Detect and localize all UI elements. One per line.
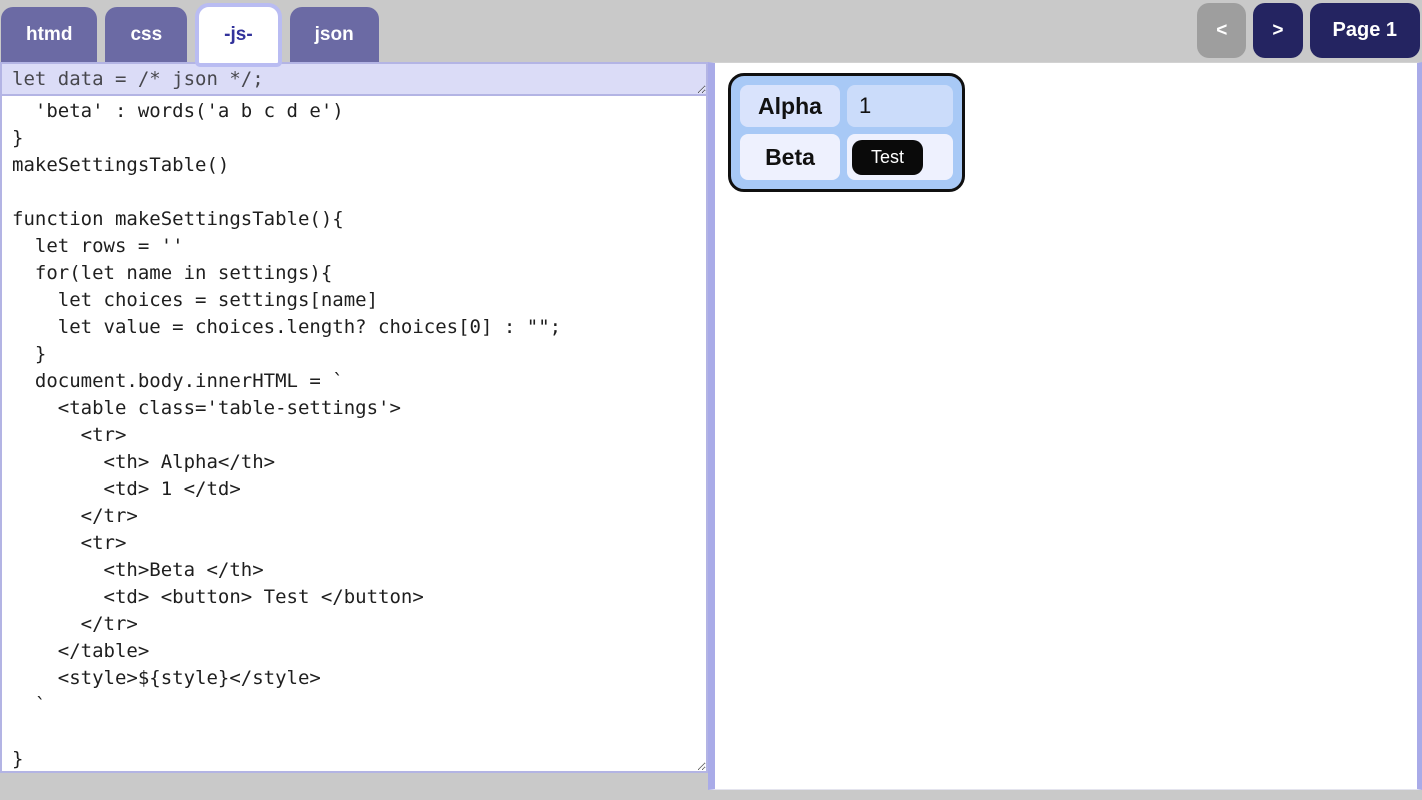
tab-js[interactable]: -js- xyxy=(195,3,282,67)
preview-panel: Alpha 1 Beta Test xyxy=(708,62,1422,790)
page-indicator-button[interactable]: Page 1 xyxy=(1309,3,1420,58)
settings-row-value: 1 xyxy=(847,85,953,127)
settings-row-header: Beta xyxy=(740,134,840,180)
js-wrapper-line-textarea[interactable]: let data = /* json */; xyxy=(0,62,708,96)
main-split: let data = /* json */; 'beta' : words('a… xyxy=(0,62,1422,800)
settings-table: Alpha 1 Beta Test xyxy=(728,73,965,192)
prev-page-button[interactable]: < xyxy=(1197,3,1247,58)
next-page-button[interactable]: > xyxy=(1253,3,1303,58)
tab-htmd[interactable]: htmd xyxy=(1,7,98,62)
editor-column: let data = /* json */; 'beta' : words('a… xyxy=(0,62,708,773)
tab-css[interactable]: css xyxy=(105,7,188,62)
test-button[interactable]: Test xyxy=(852,139,924,175)
top-bar: htmd css -js- json < > Page 1 xyxy=(0,0,1422,67)
editor-tab-bar: htmd css -js- json xyxy=(1,0,379,67)
settings-row-value: Test xyxy=(847,134,953,180)
page-nav: < > Page 1 xyxy=(1197,0,1420,58)
settings-row-header: Alpha xyxy=(740,85,840,127)
js-code-textarea[interactable]: 'beta' : words('a b c d e') } makeSettin… xyxy=(0,96,708,773)
tab-json[interactable]: json xyxy=(289,7,379,62)
